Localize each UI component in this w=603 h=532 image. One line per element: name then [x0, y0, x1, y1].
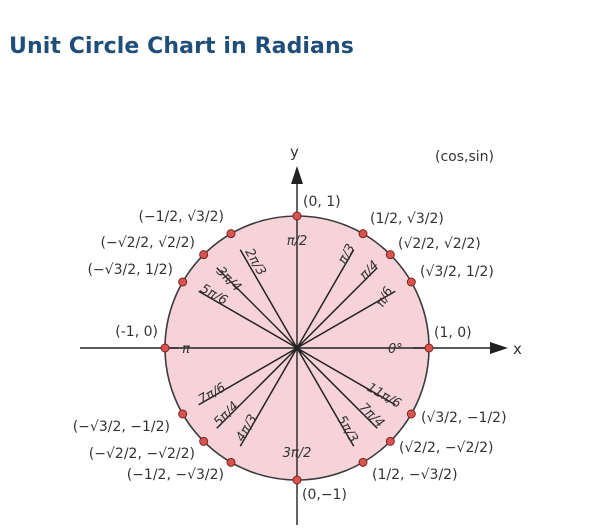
point-5pi4 [199, 436, 209, 446]
point-7pi6 [178, 409, 188, 419]
point-pi4 [385, 250, 395, 260]
point-pi [160, 343, 170, 353]
coord-label-0: (1, 0) [434, 325, 472, 341]
page-title: Unit Circle Chart in Radians [9, 34, 354, 59]
x-axis-label: x [513, 340, 522, 358]
radial-line-pi3 [296, 249, 355, 349]
radial-line-11pi6 [296, 347, 396, 406]
coord-label-5pi4: (−√2/2, −√2/2) [89, 446, 195, 462]
radial-line-7pi4 [296, 347, 378, 429]
coord-label-pi2: (0, 1) [303, 194, 341, 210]
legend-cos-sin: (cos,sin) [435, 149, 494, 165]
coord-label-5pi6: (−√3/2, 1/2) [87, 262, 173, 278]
point-5pi6 [178, 277, 188, 287]
coord-label-5pi3: (1/2, −√3/2) [372, 467, 458, 483]
point-pi6 [406, 277, 416, 287]
angle-label-0: 0° [388, 342, 403, 357]
coord-label-pi3: (1/2, √3/2) [370, 211, 444, 227]
coord-label-pi4: (√2/2, √2/2) [398, 236, 481, 252]
x-axis-arrow [490, 342, 508, 354]
coord-label-11pi6: (√3/2, −1/2) [421, 410, 507, 426]
radial-line-5pi6 [198, 290, 298, 349]
point-7pi4 [385, 436, 395, 446]
point-2pi3 [226, 229, 236, 239]
point-3pi2 [292, 475, 302, 485]
radial-line-2pi3 [239, 249, 298, 349]
coord-label-7pi6: (−√3/2, −1/2) [73, 419, 170, 435]
coord-label-3pi4: (−√2/2, √2/2) [101, 235, 195, 251]
coord-label-2pi3: (−1/2, √3/2) [138, 209, 224, 225]
point-11pi6 [406, 409, 416, 419]
radial-line-5pi4 [216, 347, 298, 429]
angle-label-3pi2: 3π/2 [283, 446, 312, 461]
coord-label-pi6: (√3/2, 1/2) [420, 264, 494, 280]
point-3pi4 [199, 250, 209, 260]
coord-label-3pi2: (0,−1) [302, 487, 347, 503]
coord-label-7pi4: (√2/2, −√2/2) [399, 440, 493, 456]
radial-line-4pi3 [239, 347, 298, 447]
radial-line-pi6 [296, 290, 396, 349]
point-0 [424, 343, 434, 353]
coord-label-pi: (-1, 0) [115, 324, 158, 340]
angle-label-pi2: π/2 [287, 234, 307, 249]
y-axis-label: y [290, 143, 299, 161]
radial-line-5pi3 [296, 347, 355, 447]
radial-line-3pi4 [216, 267, 298, 349]
radial-line-pi4 [296, 267, 378, 349]
angle-label-pi: π [182, 342, 190, 357]
y-axis-arrow [291, 166, 303, 184]
coord-label-4pi3: (−1/2, −√3/2) [127, 467, 224, 483]
point-pi2 [292, 211, 302, 221]
point-pi3 [358, 229, 368, 239]
point-4pi3 [226, 457, 236, 467]
point-5pi3 [358, 457, 368, 467]
radial-line-7pi6 [198, 347, 298, 406]
